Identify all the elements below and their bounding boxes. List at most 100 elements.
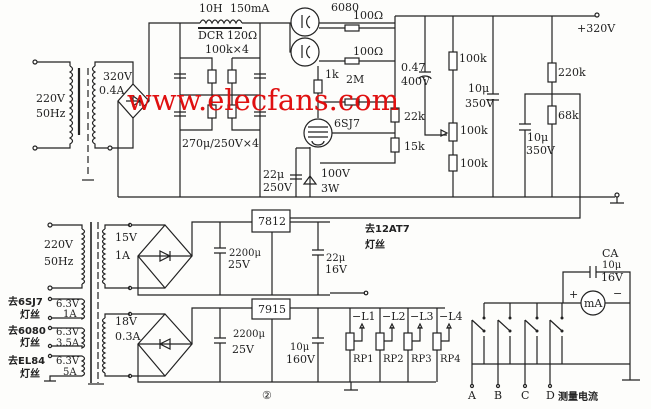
pot-output-label: −L2	[382, 310, 406, 323]
heater-6080-label: 灯丝	[20, 336, 40, 349]
cap4-voltage: 160V	[286, 353, 316, 366]
driver-stage: 1k 2M 22k 15k 6SJ7 22μ 250V 100V 3W	[263, 16, 425, 197]
cap-10u-b-voltage: 350V	[526, 144, 556, 157]
tubes-6080: 6080 100Ω 100Ω	[289, 1, 395, 67]
sec2-current: 0.3A	[115, 330, 141, 343]
switch-b[interactable]: B	[494, 303, 512, 402]
cap-10u-a-value: 10μ	[468, 82, 489, 95]
switch-d[interactable]: D	[546, 303, 564, 402]
regulator-7915	[251, 298, 291, 320]
heater-6080-current: 3.5A	[56, 338, 80, 349]
watermark: www.elecfans.com	[127, 83, 399, 117]
r-15k-label: 15k	[404, 140, 425, 153]
heater-windings: 去6SJ7 灯丝 6.3V 1A 去6080 灯丝 6.3V 3.5A 去EL8…	[8, 295, 86, 382]
hv-transformer: 220V 50Hz 320V 0.4A	[32, 59, 133, 181]
filter-bank: 270μ/250V×4	[174, 22, 395, 197]
switch-c[interactable]: C	[521, 303, 539, 402]
heater-6sj7-voltage: 6.3V	[56, 299, 80, 310]
cap1-voltage: 25V	[228, 258, 251, 271]
tube-6sj7-label: 6SJ7	[334, 117, 360, 130]
r-100-ohm-b-label: 100Ω	[353, 45, 383, 58]
cap2-voltage: 16V	[325, 263, 348, 276]
zener-power: 3W	[321, 182, 340, 195]
cap-ca-voltage: 16V	[601, 271, 624, 284]
lv-mains-freq: 50Hz	[44, 255, 74, 268]
heater-6sj7-current: 1A	[63, 309, 77, 320]
lv-transformer: 220V 50Hz	[44, 222, 104, 385]
tube-6080-label: 6080	[331, 1, 359, 14]
pot-output-label: −L3	[410, 310, 434, 323]
heater-el84-voltage: 6.3V	[56, 356, 80, 367]
r-68k-label: 68k	[558, 109, 579, 122]
heater-6080-voltage: 6.3V	[56, 327, 80, 338]
pot-100k-label: 100k	[460, 124, 488, 137]
sec2-voltage: 18V	[115, 315, 138, 328]
supply-12v: 7812 15V 1A 2200μ 25V 22μ 16V 去12AT7 灯丝	[101, 209, 410, 296]
cap3-voltage: 25V	[232, 343, 255, 356]
to-12at7-label: 灯丝	[365, 238, 385, 251]
pot-name-label: RP3	[411, 354, 432, 365]
r-22k-label: 22k	[404, 110, 425, 123]
secondary-current-label: 0.4A	[99, 84, 125, 97]
reg-7812-label: 7812	[258, 215, 286, 228]
r-100-ohm-a-label: 100Ω	[353, 9, 383, 22]
sec1-current: 1A	[115, 249, 131, 262]
pot-output-label: −L1	[352, 310, 376, 323]
supply-minus-15v: 7915 18V 0.3A 2200μ 25V 10μ 160V ②	[101, 298, 445, 402]
choke-inductance: 10H	[199, 2, 223, 15]
mains-freq-label: 50Hz	[36, 107, 66, 120]
meter-label: mA	[584, 297, 603, 310]
heater-el84-current: 5A	[63, 367, 77, 378]
switch-label: A	[467, 389, 477, 402]
cap-22u-value: 22μ	[263, 168, 284, 181]
figure-number: ②	[262, 389, 272, 402]
tube-6sj7-icon	[303, 118, 333, 148]
mains-voltage-label: 220V	[36, 92, 66, 105]
r-100k-top-label: 100k	[459, 52, 487, 65]
switch-a[interactable]: A	[467, 303, 486, 402]
choke-current: 150mA	[230, 2, 270, 15]
output-voltage-label: +320V	[577, 22, 616, 35]
secondary-voltage-label: 320V	[103, 70, 133, 83]
cap-22u-voltage: 250V	[263, 181, 293, 194]
tube-6080-a-icon	[290, 7, 320, 37]
filter-caps-label: 270μ/250V×4	[182, 137, 259, 150]
pot-name-label: RP2	[383, 354, 404, 365]
heater-6080-dest: 去6080	[8, 324, 46, 337]
switch-label: C	[521, 389, 529, 402]
cap4-value: 10μ	[290, 342, 310, 353]
heater-el84-dest: 去EL84	[8, 354, 45, 367]
lv-mains-voltage: 220V	[44, 238, 74, 251]
pot-output-label: −L4	[439, 310, 463, 323]
to-12at7-dest: 去12AT7	[365, 222, 410, 235]
hv-bridge-rectifier	[110, 22, 200, 197]
switch-label: D	[546, 389, 555, 402]
r-100k-bottom-label: 100k	[460, 157, 488, 170]
r-1k-label: 1k	[325, 68, 339, 81]
meter-minus: −	[613, 287, 622, 300]
cap1-value: 2200μ	[229, 248, 261, 259]
cap-047-voltage: 400V	[401, 75, 431, 88]
cap-047-value: 0.47	[401, 61, 426, 74]
cap-ca-name: CA	[602, 247, 619, 260]
heater-6sj7-label: 灯丝	[20, 308, 40, 321]
cap-ca-value: 10μ	[602, 260, 622, 271]
choke-inductor: 10H 150mA DCR 120Ω 100k×4	[198, 2, 270, 56]
cap-10u-b-value: 10μ	[527, 131, 548, 144]
zener-voltage: 100V	[321, 167, 351, 180]
reg-7915-label: 7915	[258, 303, 286, 316]
meter-plus: +	[569, 288, 578, 301]
cap-10u-a-voltage: 350V	[465, 97, 495, 110]
hv-ground-rail	[118, 192, 624, 219]
r-2m-label: 2M	[346, 73, 364, 86]
regulator-7812	[251, 209, 291, 233]
pot-name-label: RP1	[353, 354, 374, 365]
choke-dcr: DCR 120Ω	[198, 29, 257, 42]
